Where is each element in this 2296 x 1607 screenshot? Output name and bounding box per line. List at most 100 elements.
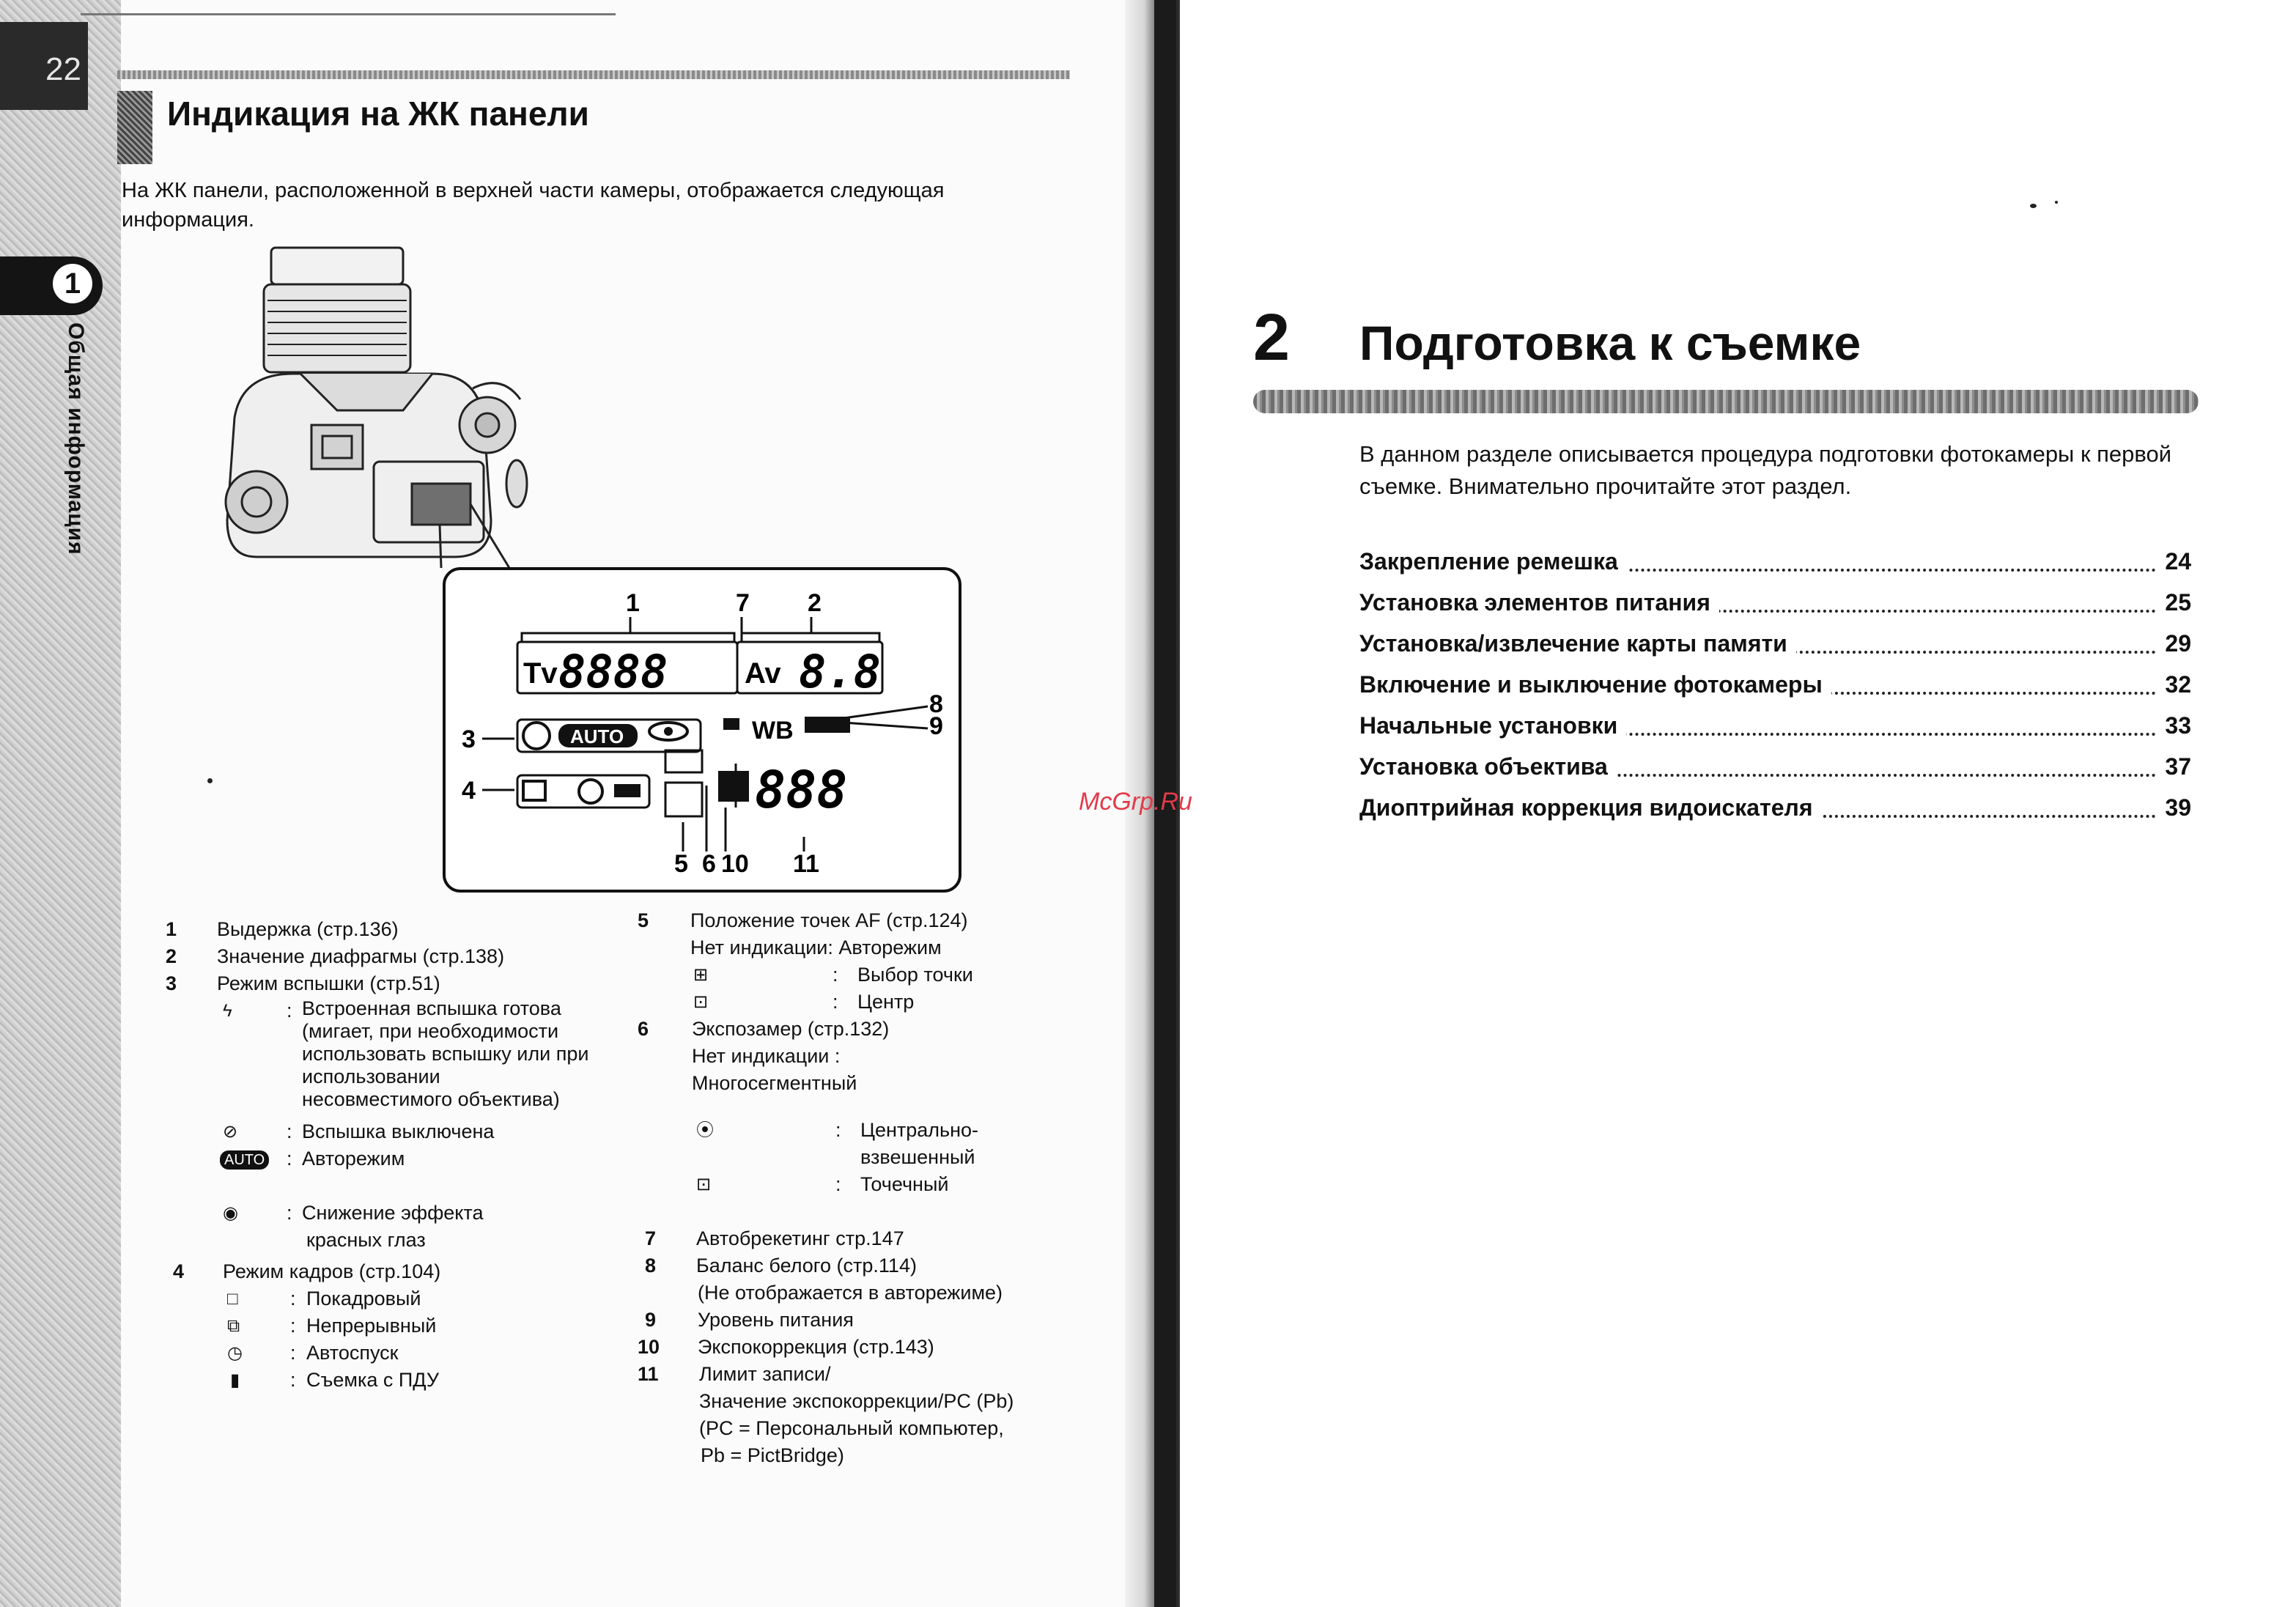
chapter-intro: В данном разделе описывается процедура п… (1359, 441, 2172, 499)
legend-subitem: ⧉:Непрерывный (166, 1312, 635, 1340)
section-marker (117, 91, 152, 164)
book-spine-shadow (1154, 0, 1176, 1607)
battery-icon (805, 717, 850, 733)
remote-icon: ▮ (230, 1370, 240, 1390)
flash-auto-icon (558, 724, 638, 747)
legend-item: Pb = PictBridge) (701, 1444, 844, 1466)
flash-ready-icon: ϟ (223, 1001, 232, 1021)
lcd-tv-digits: 8888 (558, 645, 668, 698)
af-center-icon: ⊡ (693, 992, 709, 1012)
red-eye-icon (648, 721, 689, 742)
legend-item: Многосегментный (692, 1072, 857, 1094)
callout-4: 4 (462, 777, 476, 805)
spot-icon: ⊡ (696, 1175, 712, 1194)
intro-paragraph: На ЖК панели, расположенной в верхней ча… (122, 179, 945, 232)
af-point-icon (664, 781, 704, 818)
flash-auto-icon: AUTO (220, 1150, 270, 1170)
legend-subitem: ⊘:Вспышка выключена (166, 1118, 635, 1145)
chapter-rule (1253, 390, 2199, 413)
callout-3: 3 (462, 725, 476, 753)
callout-5: 5 (674, 850, 688, 878)
callout-2: 2 (808, 589, 822, 617)
af-select-icon: ⊞ (693, 965, 709, 985)
callout-8: 8 (929, 690, 943, 718)
continuous-icon: ⧉ (227, 1316, 240, 1336)
continuous-icon (522, 780, 547, 802)
legend-subitem: ϟ : Встроенная вспышка готова(мигает, пр… (223, 997, 589, 1110)
page-edge-strip (0, 0, 121, 1607)
legend-subitem: ⦿:Центрально-взвешенный (638, 1117, 1107, 1171)
single-frame-icon: □ (227, 1289, 238, 1309)
legend-subitem: □:Покадровый (166, 1285, 635, 1312)
camera-illustration (224, 246, 528, 569)
chapter-number: 2 (1253, 301, 1291, 374)
callout-11: 11 (793, 850, 819, 878)
section-title: Индикация на ЖК панели (167, 95, 589, 133)
lcd-av-digits: 8.8 (799, 645, 881, 698)
legend-item: Значение экспокоррекции/PC (Pb) (699, 1390, 1014, 1412)
legend-item: (PC = Персональный компьютер, (699, 1417, 1004, 1439)
section-rule (117, 70, 1070, 79)
exposure-comp-icon (718, 771, 749, 802)
scan-speck (2030, 204, 2037, 208)
lcd-av-label: Av (745, 657, 781, 690)
page-number-box (0, 22, 88, 110)
legend-item: Нет индикации : (692, 1045, 841, 1067)
legend-subitem: ▮:Съемка с ПДУ (166, 1367, 635, 1394)
chapter-title: Подготовка к съемке (1359, 316, 1861, 370)
watermark: McGrp.Ru (1079, 788, 1192, 816)
legend-subitem: ⊞:Выбор точки (638, 961, 1107, 989)
callout-10: 10 (721, 850, 749, 878)
bracketing-icon (723, 718, 739, 730)
lcd-auto-label: AUTO (570, 725, 624, 747)
chapter-number-badge: 1 (53, 264, 92, 303)
flash-off-icon (522, 721, 551, 750)
scan-speck (2055, 201, 2058, 204)
left-page: 22 1 Общая информация Индикация на ЖК па… (0, 0, 1143, 1607)
scan-speck (207, 778, 213, 783)
callout-6: 6 (702, 850, 716, 878)
callout-9: 9 (929, 712, 943, 740)
legend-item: (Не отображается в авторежиме) (698, 1282, 1003, 1304)
flash-off-icon: ⊘ (223, 1122, 238, 1142)
legend-subitem: AUTO:Авторежим (166, 1145, 635, 1200)
callout-7: 7 (736, 589, 750, 617)
legend-subitem: ⊡:Точечный (638, 1171, 1107, 1225)
callout-1: 1 (626, 589, 640, 617)
top-rule (81, 13, 616, 15)
chapter-side-label: Общая информация (64, 322, 88, 555)
metering-icon (664, 749, 704, 774)
lcd-tv-label: Tv (523, 657, 558, 690)
self-timer-icon: ◷ (227, 1343, 243, 1363)
lcd-counter-digits: 888 (755, 760, 847, 820)
page-number: 22 (45, 51, 81, 87)
lcd-wb-label: WB (752, 717, 794, 745)
legend-subitem: ⊡:Центр (638, 989, 1107, 1016)
legend-item: Нет индикации: Авторежим (690, 937, 942, 958)
self-timer-icon (577, 778, 604, 805)
legend-subitem: ◷:Автоспуск (166, 1340, 635, 1367)
red-eye-icon: ◉ (223, 1203, 238, 1223)
lcd-panel-diagram: 1 7 2 8 9 3 4 5 6 10 11 Tv 8888 (443, 567, 961, 893)
